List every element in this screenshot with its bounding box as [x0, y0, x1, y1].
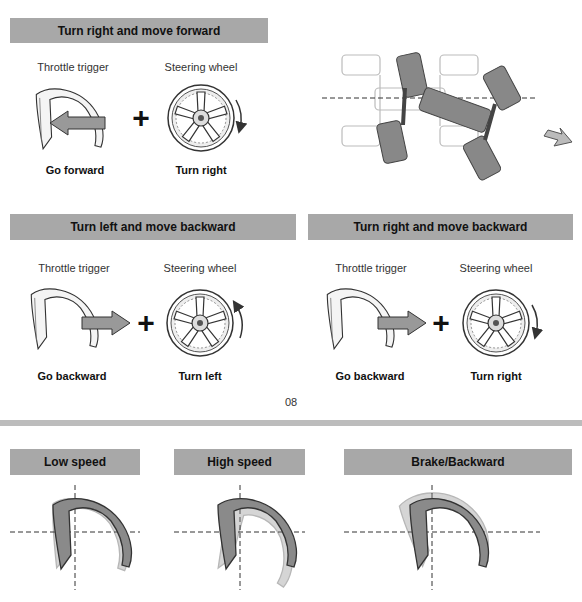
action-label: Turn right [470, 370, 521, 382]
part-label: Steering wheel [165, 61, 238, 73]
part-label: Throttle trigger [335, 262, 407, 274]
plus-sign: + [432, 308, 450, 338]
header-text: High speed [201, 455, 278, 469]
plus-sign: + [132, 103, 150, 133]
header-bar: High speed [174, 449, 305, 475]
header-bar: Turn right and move backward [308, 214, 573, 240]
action-label: Go backward [335, 370, 404, 382]
header-text: Turn left and move backward [64, 220, 241, 234]
header-bar: Turn left and move backward [10, 214, 296, 240]
header-text: Brake/Backward [405, 455, 510, 469]
page-number: 08 [285, 396, 297, 408]
header-bar: Brake/Backward [344, 449, 572, 475]
action-label: Go forward [46, 164, 105, 176]
part-label: Throttle trigger [37, 61, 109, 73]
part-label: Steering wheel [164, 262, 237, 274]
part-label: Throttle trigger [38, 262, 110, 274]
header-text: Turn right and move forward [52, 24, 226, 38]
header-text: Low speed [38, 455, 112, 469]
plus-sign: + [137, 308, 155, 338]
action-label: Go backward [37, 370, 106, 382]
header-text: Turn right and move backward [348, 220, 534, 234]
part-label: Steering wheel [460, 262, 533, 274]
header-bar: Turn right and move forward [10, 18, 268, 43]
header-bar: Low speed [10, 449, 140, 475]
action-label: Turn right [175, 164, 226, 176]
action-label: Turn left [178, 370, 221, 382]
